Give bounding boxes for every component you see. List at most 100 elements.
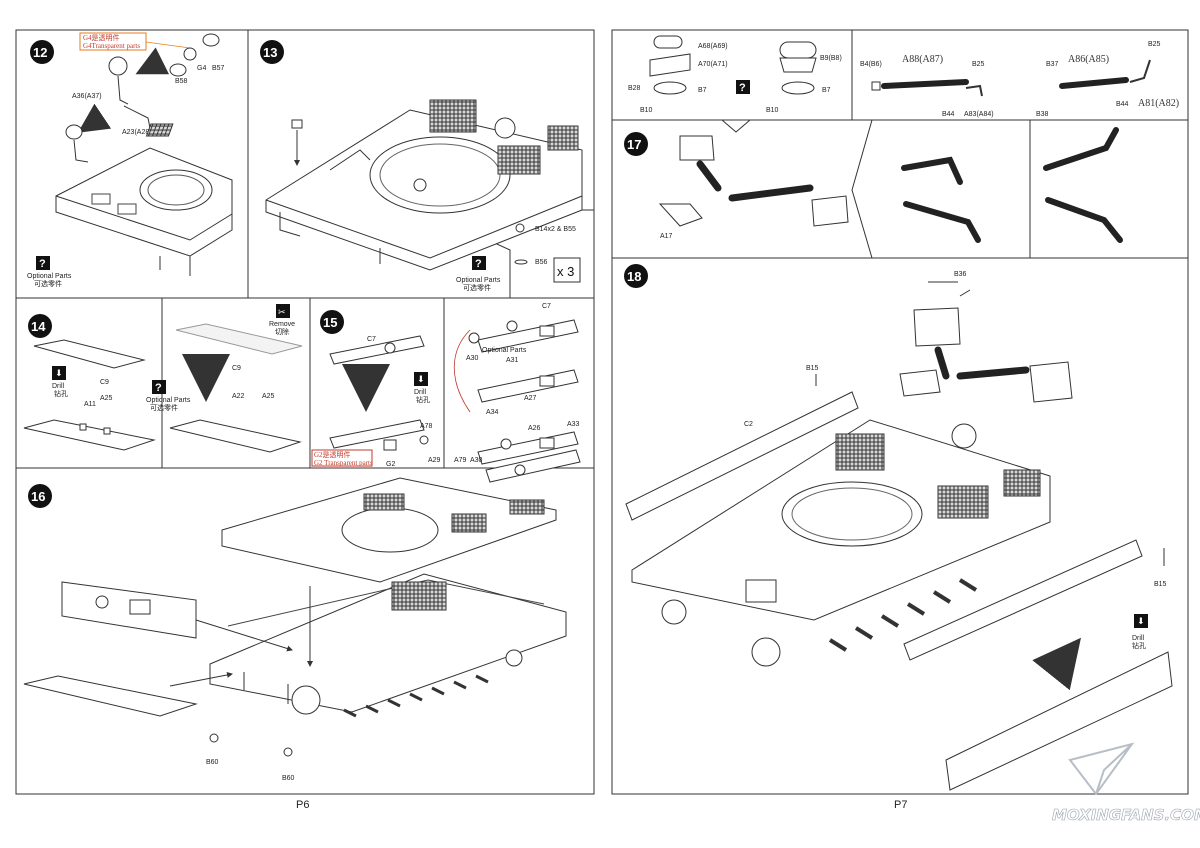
- hull-assembled-drawing: [631, 419, 1051, 667]
- step-number: 17: [627, 137, 641, 152]
- part-label: B25: [972, 61, 985, 68]
- step-badge: [30, 40, 54, 64]
- part-label: B36: [954, 271, 967, 278]
- part-label: B7: [822, 87, 831, 94]
- hull-deck-drawing: [221, 477, 557, 583]
- part-label: C2: [744, 421, 753, 428]
- hull-tub-drawing: [209, 573, 567, 718]
- transparent-note-cn: G4是透明件: [83, 33, 120, 42]
- part-label: B60: [282, 775, 295, 782]
- step-badge: [320, 310, 344, 334]
- drill-label-cn: 钻孔: [54, 389, 68, 398]
- part-label: B7: [698, 87, 707, 94]
- remove-label-cn: 切除: [275, 327, 289, 336]
- part-label: B15: [1154, 581, 1167, 588]
- part-label: B37: [1046, 61, 1059, 68]
- page-p7: P7: [611, 29, 1189, 811]
- svg-text:⬇: ⬇: [417, 375, 425, 385]
- multiplier-box: [553, 257, 581, 283]
- step-number: 16: [31, 489, 45, 504]
- paper-plane-icon: [1068, 742, 1135, 796]
- side-plate: [903, 539, 1143, 661]
- rear-plate: [23, 675, 198, 717]
- part-label: C7: [542, 303, 551, 310]
- part-label: A30: [470, 457, 483, 464]
- side-plate: [945, 651, 1173, 791]
- part-label: A68(A69): [698, 43, 728, 50]
- step-16: 16 B60 B60: [23, 477, 567, 782]
- optional-icon: [472, 256, 486, 270]
- optional-label: Optional Parts: [456, 277, 501, 284]
- part-label: A29: [428, 457, 441, 464]
- step-badge: [260, 40, 284, 64]
- step-badge: [28, 484, 52, 508]
- p7-top-parts: A68(A69) A70(A71) B28 B7 B10 ? B9(B8) B7…: [628, 35, 1179, 118]
- step-badge: [624, 264, 648, 288]
- page-number-p7: P7: [894, 799, 907, 811]
- transparent-note-box: [79, 32, 147, 51]
- step-13: 13 B14x2 & B55 B56 x 3 ? Optional Parts …: [260, 40, 583, 292]
- step-14: 14 ⬇ Drill 钻孔 C9 A11 A25 ? Optional Part…: [23, 304, 303, 453]
- part-label: B38: [1036, 111, 1049, 118]
- part-label: B58: [175, 78, 188, 85]
- hull-deck-drawing: [55, 123, 233, 276]
- remove-label: Remove: [269, 321, 295, 328]
- step-number: 12: [33, 45, 47, 60]
- part-label: A81(A82): [1138, 98, 1179, 109]
- part-label: A25: [262, 393, 275, 400]
- optional-icon: [36, 256, 50, 270]
- step-badge: [624, 132, 648, 156]
- part-label: B14x2 & B55: [535, 226, 576, 233]
- svg-text:✂: ✂: [278, 308, 286, 318]
- headlight-part: [202, 33, 220, 47]
- optional-label: Optional Parts: [27, 273, 72, 280]
- part-label: A17: [660, 233, 673, 240]
- step-12: 12 G4是透明件 G4Transparent parts G4 B57 B58…: [27, 32, 233, 288]
- drill-label: Drill: [52, 383, 64, 390]
- part-label: A86(A85): [1068, 54, 1109, 65]
- svg-text:⬇: ⬇: [55, 369, 63, 379]
- part-label: G2: [386, 461, 395, 468]
- step-number: 15: [323, 315, 337, 330]
- optional-label-cn: 可选零件: [34, 279, 62, 288]
- part-label: G4: [197, 65, 206, 72]
- part-label: A78: [420, 423, 433, 430]
- step-15: 15 C7 ⬇ Drill 钻孔 A78 A29 G2 G2是透明件 G2 Tr…: [311, 303, 581, 483]
- part-label: B60: [206, 759, 219, 766]
- optional-label-small: Optional Parts: [482, 347, 527, 354]
- side-plate: [61, 581, 197, 639]
- part-label: A23(A28): [122, 129, 152, 136]
- part-label: A31: [506, 357, 519, 364]
- optional-label-cn: 可选零件: [463, 283, 491, 292]
- part-label: B10: [640, 107, 653, 114]
- page-number-p6: P6: [296, 799, 309, 811]
- part-label: A70(A71): [698, 61, 728, 68]
- transparent-note-cn: G2是透明件: [314, 450, 351, 459]
- part-label: B44: [942, 111, 955, 118]
- part-label: B4(B6): [860, 61, 882, 68]
- hull-deck-drawing: [265, 99, 583, 271]
- part-label: C7: [367, 336, 376, 343]
- svg-text:⬇: ⬇: [1137, 617, 1145, 627]
- watermark-text: MOXINGFANS.COM: [1052, 806, 1200, 824]
- part-label: A25: [100, 395, 113, 402]
- part-label: A26: [528, 425, 541, 432]
- part-label: A36(A37): [72, 93, 102, 100]
- drill-label-cn: 钻孔: [1132, 641, 1146, 650]
- part-label: A30: [466, 355, 479, 362]
- part-label: A27: [524, 395, 537, 402]
- part-label: A34: [486, 409, 499, 416]
- part-label: C9: [232, 365, 241, 372]
- part-label: B9(B8): [820, 55, 842, 62]
- svg-text:?: ?: [475, 258, 482, 270]
- transparent-note-en: G4Transparent parts: [83, 42, 140, 50]
- optional-label: Optional Parts: [146, 397, 191, 404]
- optional-label-cn: 可选零件: [150, 403, 178, 412]
- watermark: MOXINGFANS.COM: [1052, 742, 1200, 824]
- svg-text:?: ?: [39, 258, 46, 270]
- part-label: B15: [806, 365, 819, 372]
- step-number: 14: [31, 319, 46, 334]
- part-label: C9: [100, 379, 109, 386]
- part-label: B25: [1148, 41, 1161, 48]
